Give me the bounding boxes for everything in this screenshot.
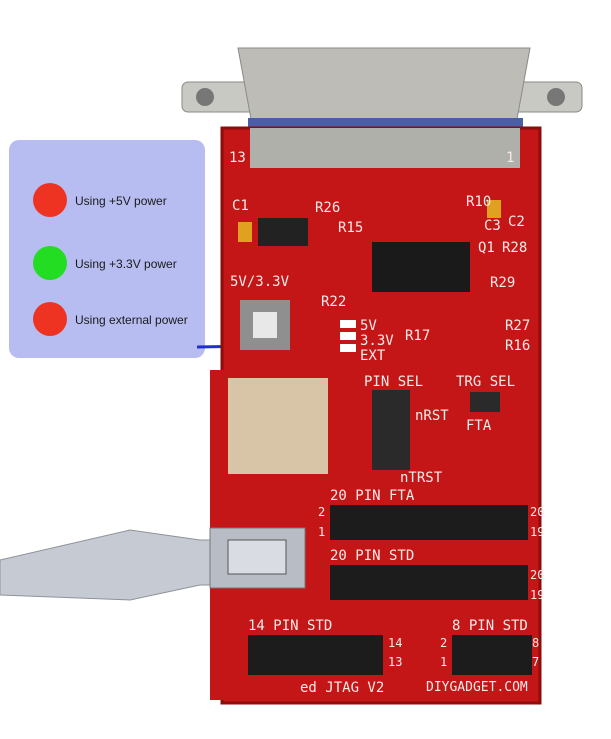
silk-19b: 19 (530, 588, 545, 602)
silk-r15: R15 (338, 220, 364, 236)
silk-brand: DIYGADGET.COM (426, 680, 528, 695)
silk-r17: R17 (405, 328, 431, 344)
silk-r10: R10 (466, 194, 492, 210)
silk-trg-sel: TRG SEL (456, 374, 516, 390)
silk-pin13: 13 (229, 150, 246, 166)
silk-r29: R29 (490, 275, 516, 291)
legend-label-external: Using external power (75, 313, 188, 327)
legend-label-5v: Using +5V power (75, 194, 167, 208)
silk-14pin-std: 14 PIN STD (248, 618, 333, 634)
silk-r16: R16 (505, 338, 531, 354)
silk-fta: FTA (466, 418, 492, 434)
led-external-indicator-dot (33, 302, 67, 336)
silk-r22: R22 (321, 294, 347, 310)
silk-2a: 2 (318, 505, 326, 519)
silk-8pin-std: 8 PIN STD (452, 618, 528, 634)
silk-r26: R26 (315, 200, 341, 216)
silk-nrst: nRST (415, 408, 449, 424)
silk-led-3v3: 3.3V (360, 333, 394, 349)
silk-pin1: 1 (506, 150, 515, 166)
silk-14: 14 (388, 636, 403, 650)
silk-20b: 20 (530, 568, 545, 582)
silk-20pin-fta: 20 PIN FTA (330, 488, 415, 504)
silk-q1: Q1 (478, 240, 495, 256)
led-3v3-indicator-dot (33, 246, 67, 280)
silk-2: 2 (440, 636, 448, 650)
silk-led-5v: 5V (360, 318, 377, 334)
silk-8: 8 (532, 636, 540, 650)
silk-20pin-std: 20 PIN STD (330, 548, 415, 564)
led-5v-indicator-dot (33, 183, 67, 217)
silk-1: 1 (440, 655, 448, 669)
silk-title: ed JTAG V2 (300, 680, 385, 696)
silk-pin-sel: PIN SEL (364, 374, 424, 390)
legend-label-3v3: Using +3.3V power (75, 257, 177, 271)
silk-c3: C3 (484, 218, 501, 234)
silk-19a: 19 (530, 525, 545, 539)
silk-r28: R28 (502, 240, 528, 256)
silk-ntrst: nTRST (400, 470, 443, 486)
silk-1a: 1 (318, 525, 326, 539)
silk-c1: C1 (232, 198, 249, 214)
silk-5v-3v3: 5V/3.3V (230, 274, 290, 290)
silk-led-ext: EXT (360, 348, 386, 364)
silk-7: 7 (532, 655, 540, 669)
silk-c2: C2 (508, 214, 525, 230)
silk-r27: R27 (505, 318, 531, 334)
silk-20a: 20 (530, 505, 545, 519)
silk-13: 13 (388, 655, 403, 669)
